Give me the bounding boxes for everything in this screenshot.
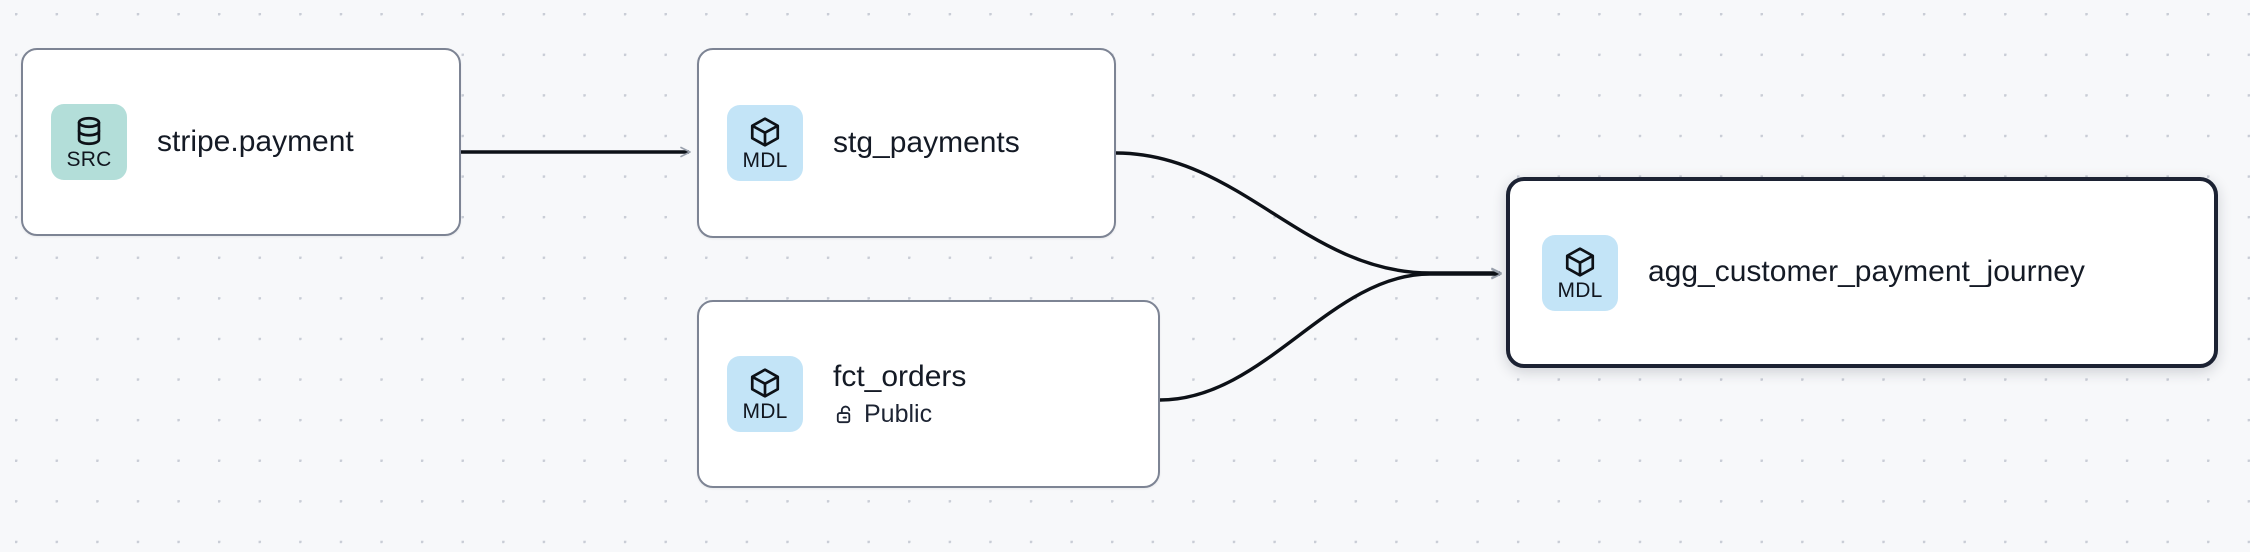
lineage-node-stg-payments[interactable]: MDL stg_payments: [697, 48, 1116, 238]
lineage-node-stripe-payment[interactable]: SRC stripe.payment: [21, 48, 461, 236]
node-visibility-label: Public: [864, 399, 933, 428]
node-title: stripe.payment: [157, 124, 354, 158]
node-title: stg_payments: [833, 125, 1020, 159]
node-text-block: stg_payments: [833, 126, 1020, 161]
node-text-block: stripe.payment: [157, 125, 354, 160]
lineage-node-agg-customer-payment-journey[interactable]: MDL agg_customer_payment_journey: [1506, 177, 2218, 368]
node-text-block: fct_orders Public: [833, 360, 966, 428]
cube-icon: [1565, 246, 1595, 277]
cube-icon: [750, 368, 780, 398]
database-icon: [77, 116, 101, 146]
edge-stg-to-agg: [1115, 151, 1502, 279]
unlock-icon: [836, 405, 851, 423]
node-badge-label: MDL: [1557, 278, 1603, 302]
node-badge-label: SRC: [66, 148, 112, 171]
node-badge-src: SRC: [51, 104, 127, 180]
lineage-node-fct-orders[interactable]: MDL fct_orders Public: [697, 300, 1160, 488]
node-visibility: Public: [833, 399, 966, 429]
node-badge-mdl: MDL: [1542, 234, 1618, 311]
node-badge-mdl: MDL: [727, 356, 803, 432]
node-badge-label: MDL: [742, 400, 788, 423]
node-title: agg_customer_payment_journey: [1648, 255, 2085, 289]
node-badge-mdl: MDL: [727, 105, 803, 181]
node-badge-label: MDL: [742, 149, 788, 172]
node-title: fct_orders: [833, 360, 967, 393]
node-text-block: agg_customer_payment_journey: [1648, 255, 2085, 290]
edge-fct-to-agg: [1159, 268, 1502, 402]
cube-icon: [750, 117, 780, 147]
